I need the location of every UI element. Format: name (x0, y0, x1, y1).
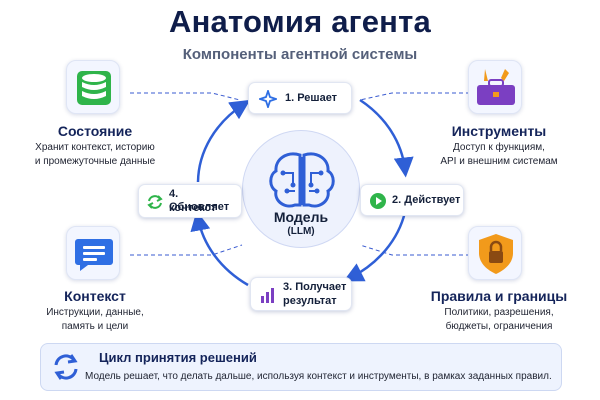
refresh-icon (54, 354, 78, 380)
context-desc-2: память и цели (61, 321, 129, 332)
page-subtitle: Компоненты агентной системы (182, 46, 418, 63)
tools-card (468, 60, 522, 114)
cycle-arrow-2-3 (343, 211, 407, 282)
connector-state (130, 92, 241, 101)
decision-cycle-banner: Цикл принятия решений Модель решает, что… (40, 343, 562, 391)
brain-icon (269, 152, 335, 208)
step-act: 2. Действует (360, 184, 464, 216)
step-update-line2: контекст (169, 202, 217, 214)
bar-chart-icon (261, 288, 274, 303)
model-circle (242, 130, 360, 248)
context-desc-1: Инструкции, данные, (46, 307, 144, 318)
tools-title: Инструменты (451, 123, 547, 139)
sync-icon (147, 195, 163, 209)
context-title: Контекст (64, 288, 126, 304)
step-result: 3. Получает результат (250, 277, 352, 311)
model-label: Модель (273, 209, 329, 225)
state-title: Состояние (57, 123, 133, 139)
shield-lock-icon (479, 234, 513, 274)
cycle-arrow-4-1 (196, 99, 251, 183)
step-result-line1: 3. Получает (283, 281, 347, 293)
state-desc-2: и промежуточные данные (34, 156, 156, 167)
play-icon (370, 193, 386, 209)
cycle-arrow-1-2 (359, 98, 414, 178)
rules-card (468, 226, 522, 280)
tools-desc-2: API и внешним системам (440, 156, 558, 167)
banner-title: Цикл принятия решений (99, 350, 257, 365)
step-update: 4. Обновляет контекст (138, 184, 242, 218)
cycle-arrow-3-4 (190, 210, 249, 287)
connector-context (130, 244, 243, 256)
rules-title: Правила и границы (430, 288, 568, 304)
model-sublabel: (LLM) (287, 226, 315, 237)
document-icon (75, 239, 113, 271)
banner-text: Модель решает, что делать дальше, исполь… (85, 371, 552, 382)
step-result-line2: результат (283, 295, 337, 307)
rules-desc-2: бюджеты, ограничения (445, 321, 553, 332)
step-act-label: 2. Действует (392, 194, 461, 206)
rules-desc-1: Политики, разрешения, (444, 307, 554, 318)
tools-desc-1: Доступ к функциям, (453, 142, 545, 153)
page-title: Анатомия агента (169, 4, 431, 39)
connector-rules (359, 244, 470, 256)
state-desc-1: Хранит контекст, историю (35, 142, 155, 153)
connector-tools (359, 92, 470, 101)
database-icon (77, 71, 111, 105)
context-card (66, 226, 120, 280)
step-update-line1: 4. Обновляет (169, 188, 230, 213)
step-decide-label: 1. Решает (285, 92, 338, 104)
sparkle-icon (259, 90, 277, 108)
step-decide: 1. Решает (248, 82, 352, 114)
state-card (66, 60, 120, 114)
toolbox-icon (477, 69, 515, 105)
